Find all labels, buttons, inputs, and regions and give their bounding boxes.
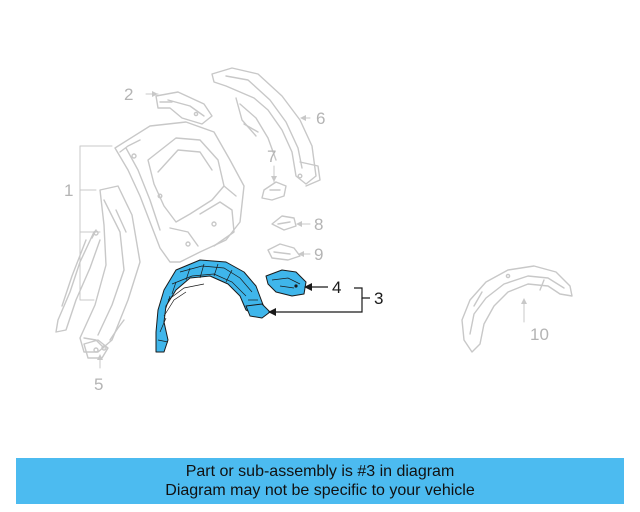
callout-1: 1: [64, 181, 73, 200]
wheelhouse-rear-flange[interactable]: [245, 303, 271, 319]
part-9-bracket: [267, 243, 301, 261]
part-4-bracket[interactable]: [265, 269, 307, 297]
part-3-4-arrowheads: [268, 283, 312, 316]
callout-7: 7: [267, 147, 276, 166]
leader-lines: [79, 93, 525, 369]
part-3-wheelhouse-inner[interactable]: [155, 259, 271, 353]
callout-4: 4: [332, 278, 341, 297]
part-5-clip: [83, 339, 109, 359]
banner-line-part-number: Part or sub-assembly is #3 in diagram: [185, 463, 455, 480]
part-10-arch: [461, 265, 573, 353]
callout-5: 5: [94, 375, 103, 394]
part-8-clip: [271, 215, 297, 231]
callout-10: 10: [530, 325, 549, 344]
part-1-quarter-inner: [114, 121, 245, 263]
parts-diagram: 1 2 3 4 5 6 7 8 9 10: [55, 67, 573, 394]
part-2-bracket: [155, 91, 213, 125]
part-1-inner-panel: [55, 185, 141, 353]
banner-line-disclaimer: Diagram may not be specific to your vehi…: [165, 482, 475, 499]
callout-9: 9: [314, 245, 323, 264]
wheelhouse-inner-panel[interactable]: [155, 259, 267, 353]
callout-2: 2: [124, 85, 133, 104]
leader-arrowheads: [97, 91, 527, 360]
part-7-clip: [261, 181, 287, 201]
part-6-pillar: [211, 67, 321, 187]
callout-8: 8: [314, 215, 323, 234]
callout-3: 3: [374, 289, 383, 308]
callout-6: 6: [316, 109, 325, 128]
part-info-banner: Part or sub-assembly is #3 in diagram Di…: [16, 458, 624, 504]
